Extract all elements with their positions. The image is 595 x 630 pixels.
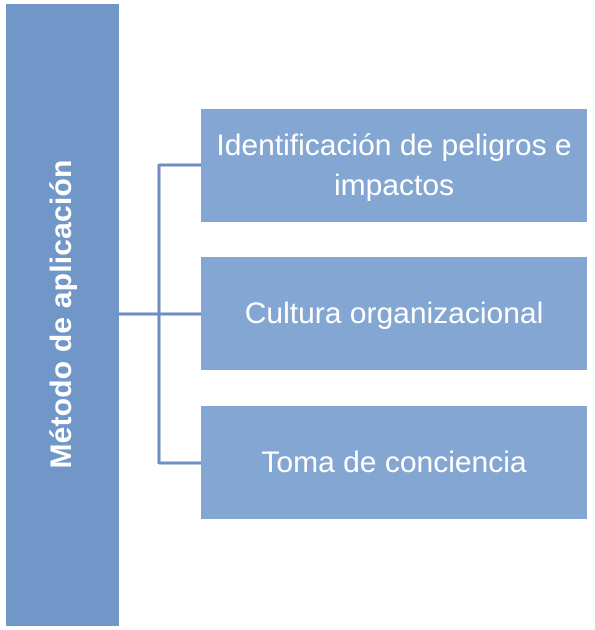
child-node-toma-conciencia: Toma de conciencia	[201, 406, 587, 519]
child-node-label: Identificación de peligros e impactos	[216, 128, 572, 202]
root-node	[6, 4, 119, 626]
child-node-label: Cultura organizacional	[244, 296, 544, 330]
child-node-identificacion: Identificación de peligros e impactos	[201, 109, 587, 222]
child-node-cultura: Cultura organizacional	[201, 257, 587, 370]
child-node-label: Toma de conciencia	[261, 445, 527, 479]
